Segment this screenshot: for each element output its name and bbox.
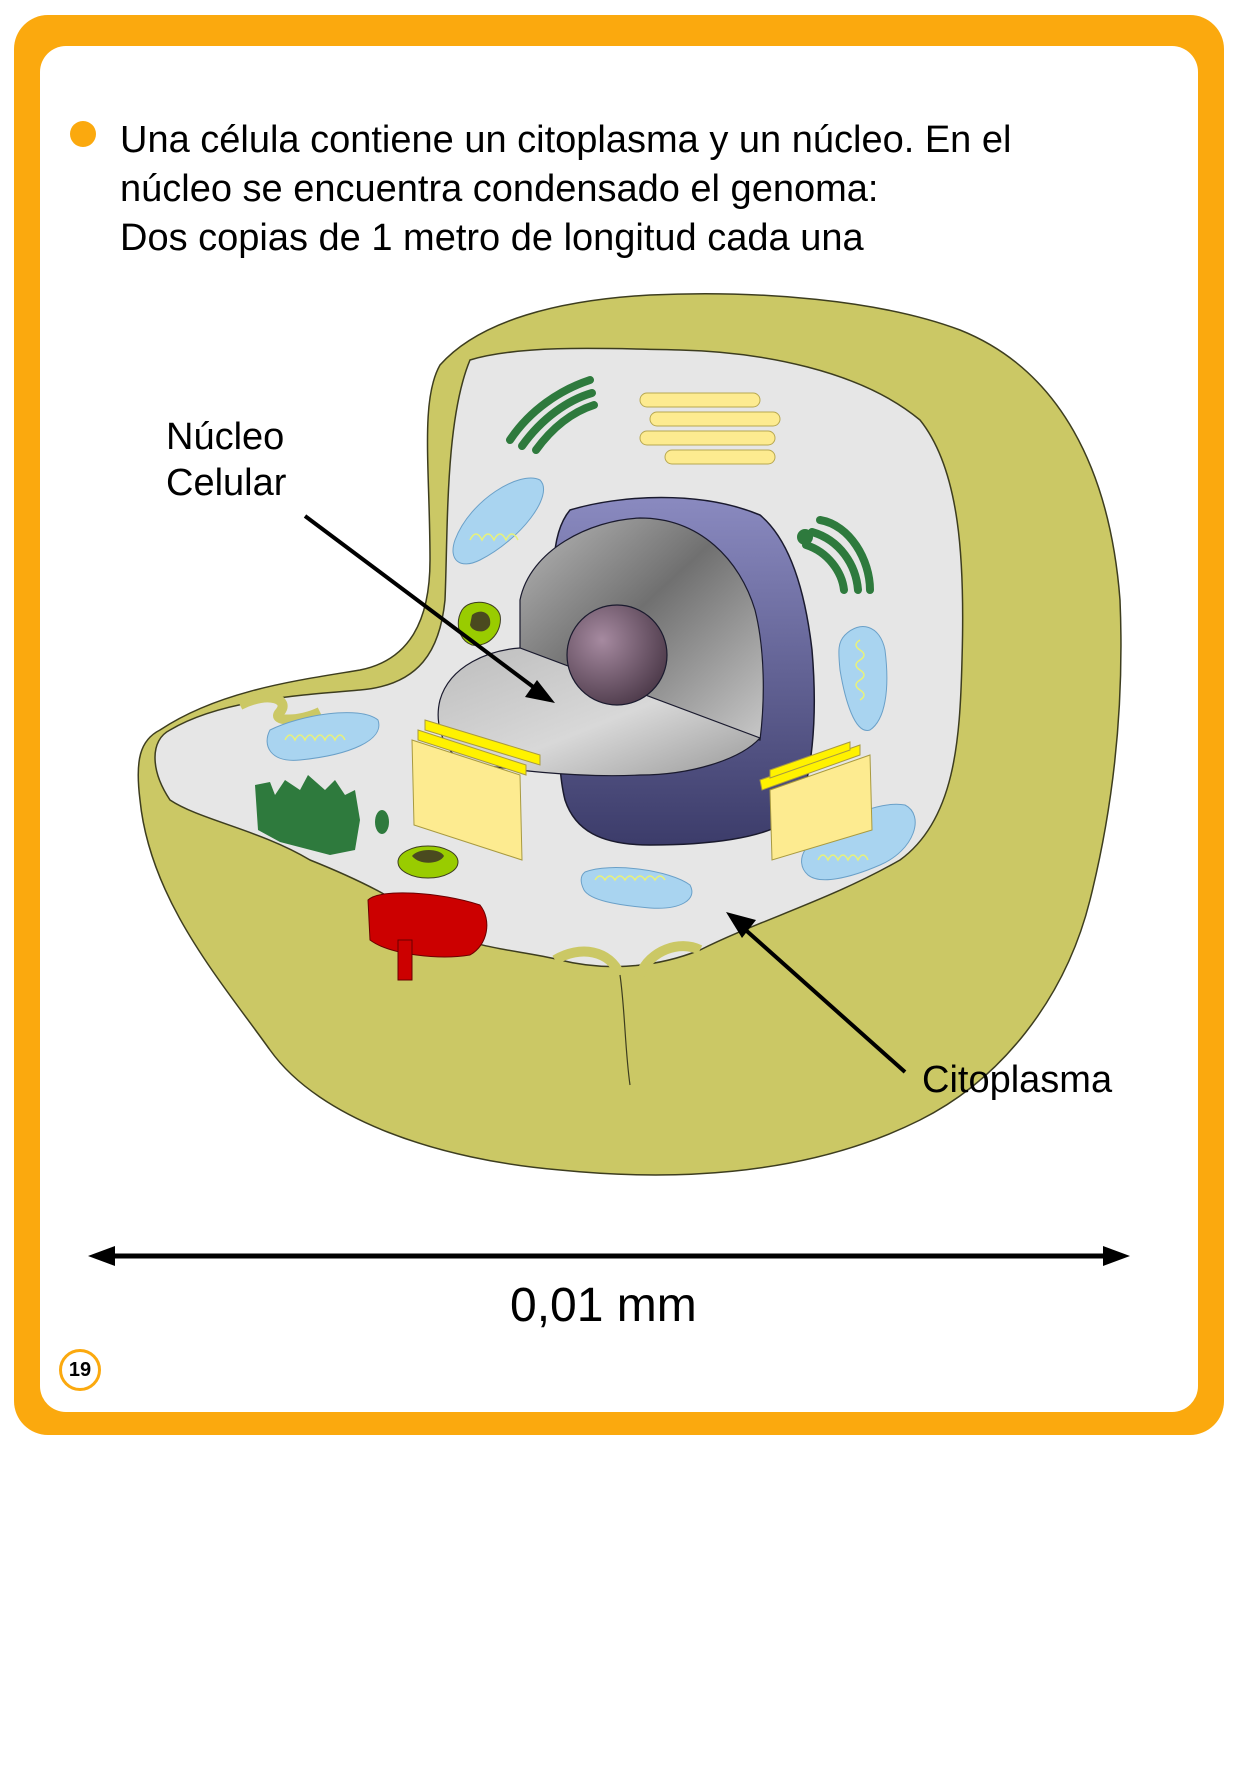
nucleus-label-line1: Núcleo [166,416,285,458]
scale-label: 0,01 mm [510,1279,697,1332]
intro-line: Una célula contiene un citoplasma y un n… [120,119,1012,161]
red-organelle [367,892,488,981]
smooth-er-right [797,516,874,594]
cytoplasm-label: Citoplasma [922,1059,1113,1101]
mitochondrion [580,867,693,909]
mitochondrion [266,712,380,761]
nucleolus [566,604,668,706]
mitochondrion [452,477,545,565]
intro-line: núcleo se encuentra condensado el genoma… [120,168,879,210]
scale-bar [88,1246,1130,1266]
intro-paragraph: Una célula contiene un citoplasma y un n… [120,116,1200,263]
rough-er [255,775,360,855]
smooth-er-top [506,376,598,454]
lime-vesicle [397,845,459,879]
nucleus-pointer-arrow [303,514,555,703]
lime-vesicle [457,601,501,646]
golgi-stack-left [411,719,541,861]
nucleus-label: Núcleo Celular [166,414,286,506]
cytoplasm-pointer-arrow [726,912,907,1074]
membrane-stalk [619,974,631,1086]
intro-line: Dos copias de 1 metro de longitud cada u… [120,217,864,259]
mitochondrion [838,626,888,731]
page-number-badge: 19 [59,1349,101,1391]
golgi-top [639,392,781,465]
membrane-fold [552,941,703,978]
membrane-fold [237,692,323,725]
cell-diagram [88,293,1130,1266]
bullet-icon [70,121,96,147]
golgi-stack-right [759,741,873,861]
nucleus-label-line2: Celular [166,462,287,504]
vesicle-dark-green [375,810,389,834]
